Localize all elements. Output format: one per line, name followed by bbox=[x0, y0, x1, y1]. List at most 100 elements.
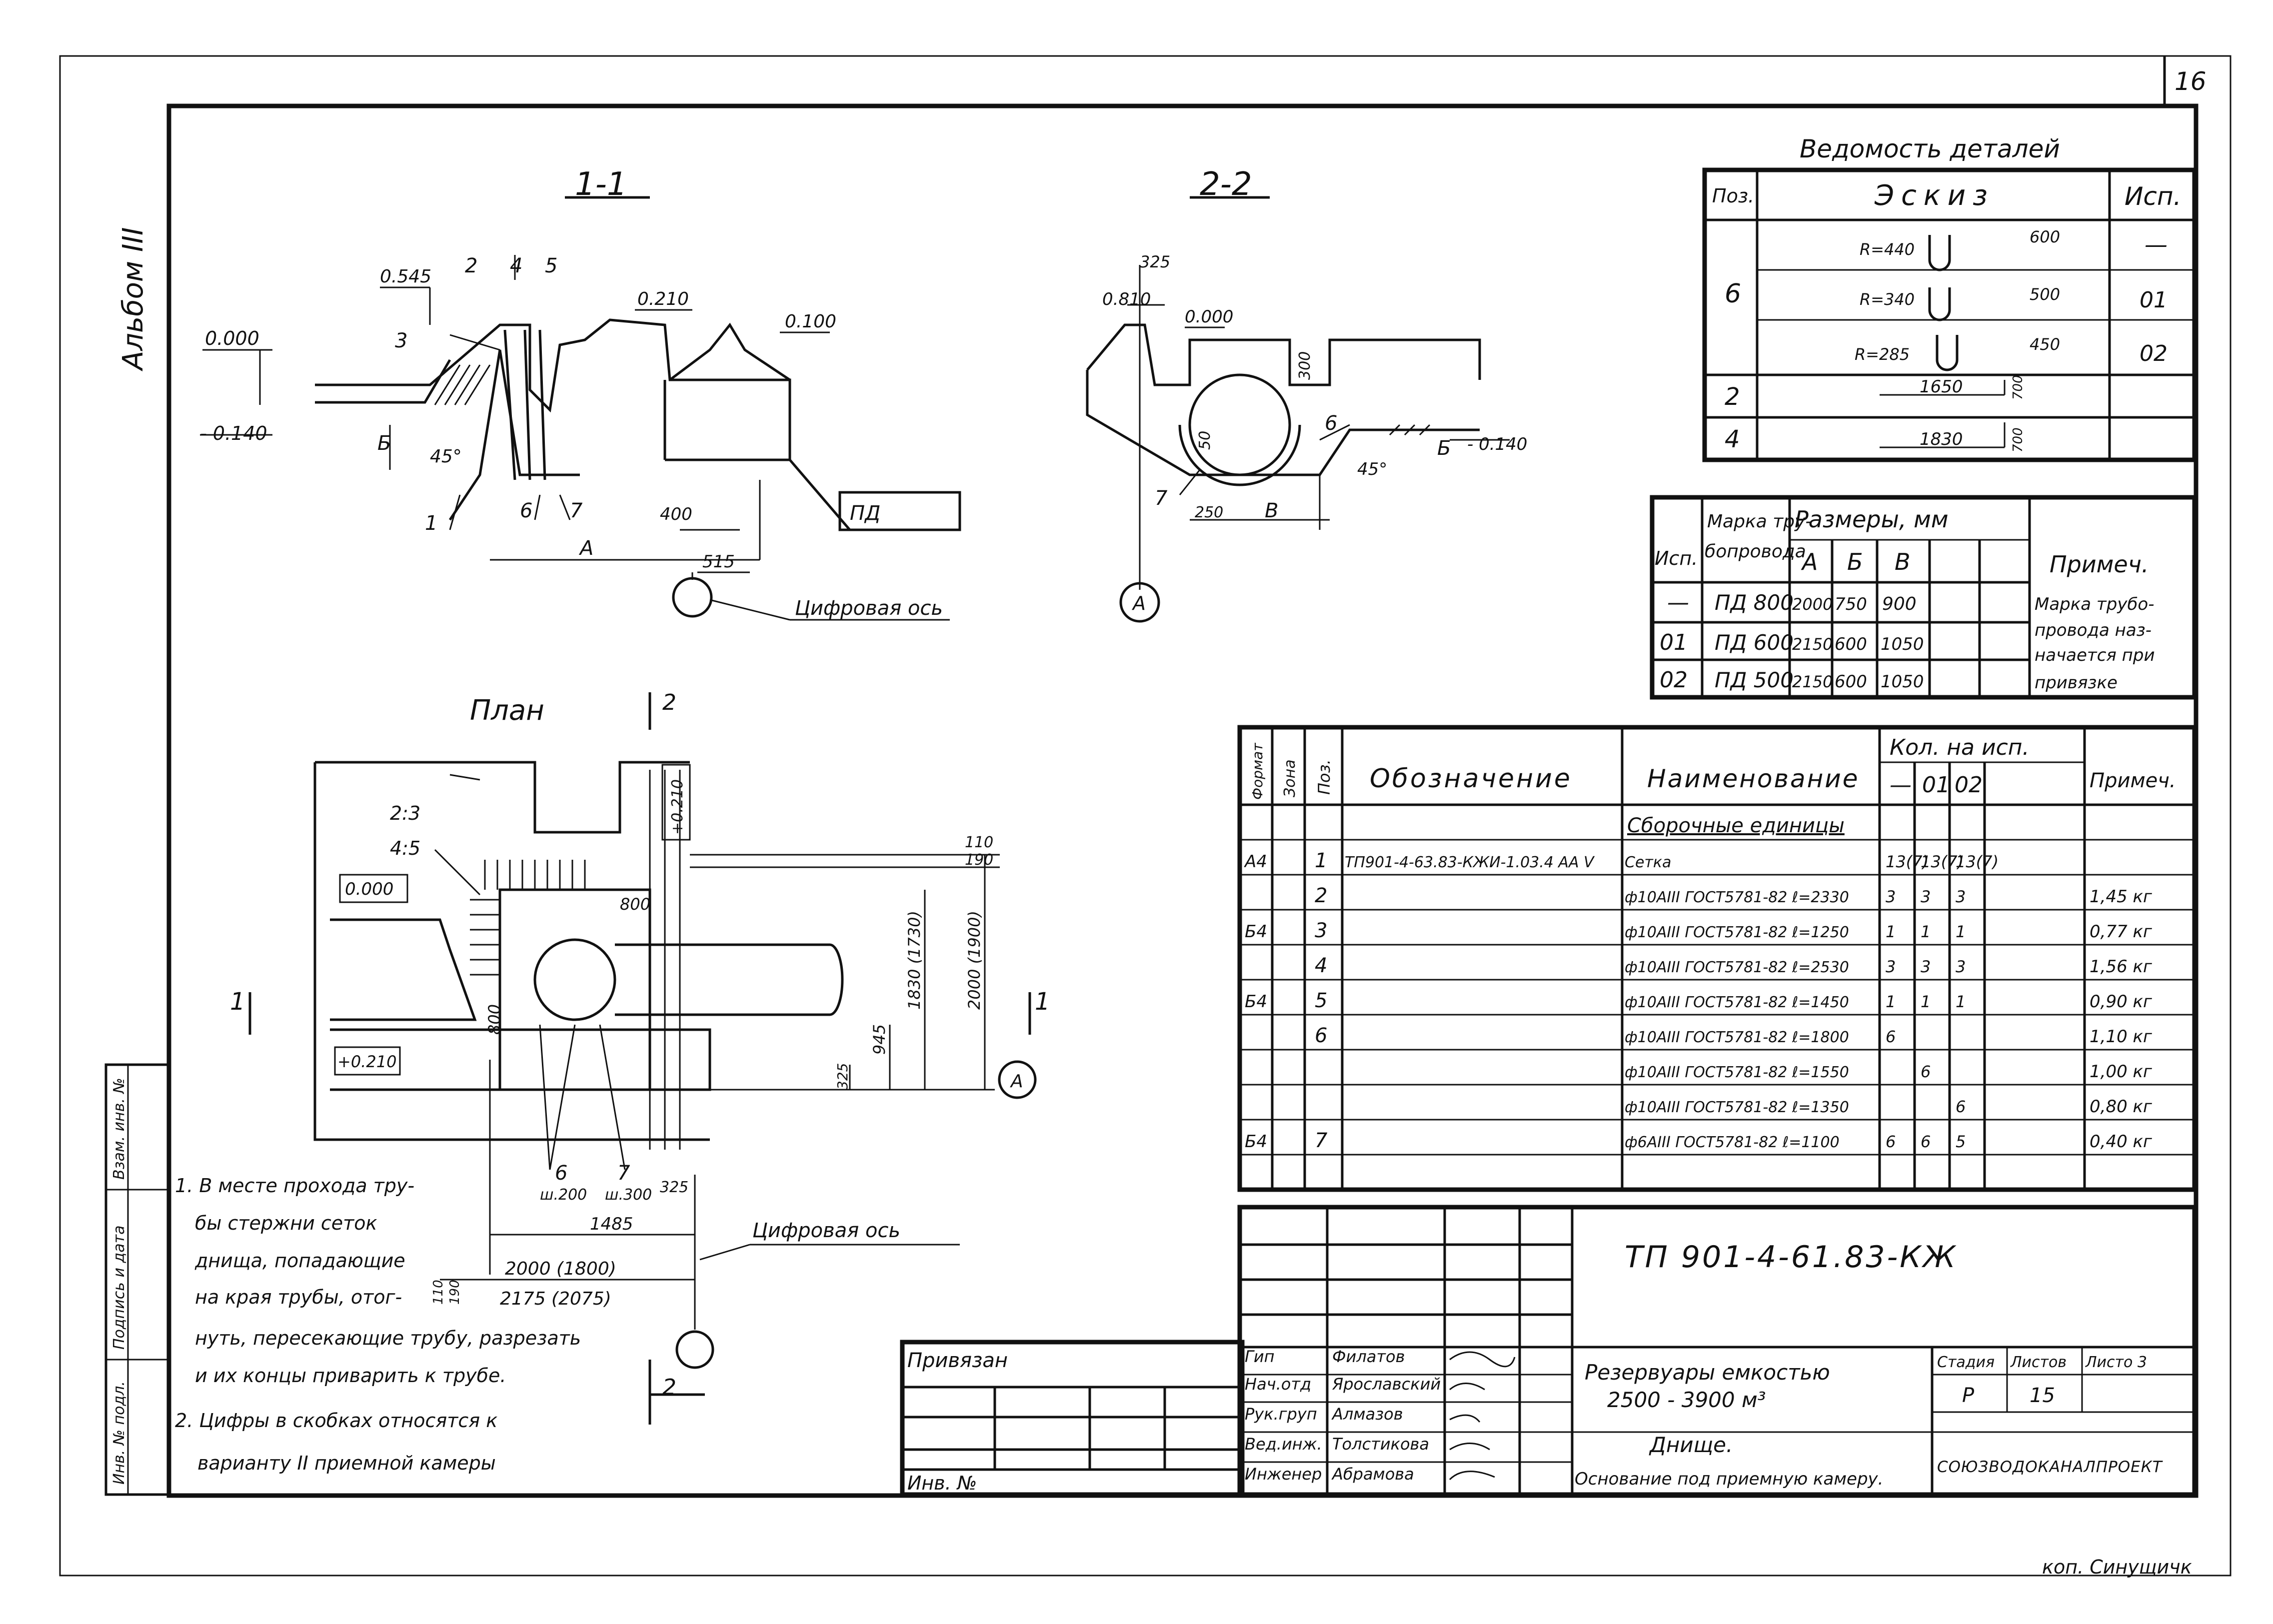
note-1-line-4: на края трубы, отог- bbox=[195, 1286, 402, 1308]
tb-h-stage: Стадия bbox=[1937, 1354, 1995, 1371]
tb-role-4: Инженер bbox=[1245, 1465, 1322, 1484]
details-r0-dim: 600 bbox=[2030, 227, 2060, 246]
plan-d945: 945 bbox=[870, 1024, 889, 1055]
spec-row-0-q0: 13(7) bbox=[1886, 852, 1929, 871]
plan-d800b: 800 bbox=[485, 1004, 504, 1035]
spec-row-0-des: ТП901-4-63.83-КЖИ-1.03.4 АА V bbox=[1345, 854, 1595, 871]
spec-row-6-q1: 6 bbox=[1921, 1062, 1931, 1081]
details-r0-sketch: R=440 bbox=[1860, 240, 1915, 259]
sizes-r2-mark: ПД 500 bbox=[1715, 668, 1794, 692]
tb-name-3: Толстикова bbox=[1332, 1435, 1429, 1454]
s22-pos6: 6 bbox=[1325, 412, 1337, 435]
sizes-note-1: Марка трубо- bbox=[2035, 594, 2154, 614]
spec-row-1-note: 1,45 кг bbox=[2090, 887, 2153, 907]
tb-stage: Р bbox=[1962, 1384, 1975, 1407]
spec-row-3-name: ф10АIII ГОСТ5781-82 ℓ=2530 bbox=[1625, 959, 1849, 976]
sizes-r1-v: 1050 bbox=[1881, 634, 1924, 654]
plan-d2000: 2000 (1800) bbox=[505, 1259, 616, 1279]
sizes-note-2: провода наз- bbox=[2035, 620, 2152, 640]
sizes-h-a: А bbox=[1801, 548, 1818, 575]
details-r4-dim: 700 bbox=[2011, 427, 2026, 452]
plan-title: План bbox=[470, 694, 544, 727]
tb-role-3: Вед.инж. bbox=[1245, 1435, 1322, 1454]
spec-row-4-note: 0,90 кг bbox=[2090, 992, 2153, 1012]
mark-pos1: 1 bbox=[425, 512, 437, 535]
spec-row-8-note: 0,40 кг bbox=[2090, 1132, 2153, 1152]
mark-pos7: 7 bbox=[570, 499, 583, 522]
details-h-pos: Поз. bbox=[1712, 185, 1754, 207]
tb-sheet-1: Днище. bbox=[1649, 1433, 1733, 1457]
mark-0210: 0.210 bbox=[637, 289, 689, 309]
plan-p7: 7 bbox=[617, 1162, 630, 1185]
s22-m0000: 0.000 bbox=[1185, 307, 1233, 327]
spec-row-2-q0: 1 bbox=[1886, 922, 1896, 941]
spec-h-qty: Кол. на исп. bbox=[1890, 735, 2030, 760]
sizes-r1-a: 2150 bbox=[1792, 635, 1833, 654]
note-2-line-2: варианту II приемной камеры bbox=[197, 1452, 496, 1474]
sizes-note-3: начается при bbox=[2035, 645, 2155, 665]
spec-h-q2: 02 bbox=[1955, 772, 1983, 798]
note-2-line-1: 2. Цифры в скобках относятся к bbox=[175, 1410, 497, 1432]
plan-axis-label: Цифровая ось bbox=[752, 1219, 900, 1242]
details-r2-isp: 02 bbox=[2140, 341, 2168, 366]
details-r1-isp: 01 bbox=[2140, 287, 2168, 313]
sizes-note-4: привязке bbox=[2035, 673, 2118, 693]
spec-h-format: Формат bbox=[1249, 743, 1266, 800]
spec-row-5-q0: 6 bbox=[1886, 1027, 1896, 1046]
spec-row-8-q0: 6 bbox=[1886, 1132, 1896, 1151]
section-1-1: 1-1 bbox=[200, 166, 961, 621]
tb-h-sheet: Листо 3 bbox=[2085, 1354, 2147, 1371]
details-r3-sketch: 1650 bbox=[1920, 377, 1963, 397]
plan-m0210-left: +0.210 bbox=[337, 1052, 396, 1071]
tb-object-1: Резервуары емкостью bbox=[1585, 1360, 1830, 1385]
side-stamp-vzam: Взам. инв. № bbox=[110, 1078, 128, 1180]
tb-inv: Инв. № bbox=[907, 1472, 977, 1494]
plan-w6: ш.200 bbox=[540, 1186, 587, 1204]
plan-l45: 4:5 bbox=[390, 837, 420, 859]
mark-pos3: 3 bbox=[395, 329, 407, 352]
note-1-line-3: днища, попадающие bbox=[194, 1250, 405, 1272]
note-1-line-6: и их концы приварить к трубе. bbox=[195, 1365, 506, 1387]
spec-row-8-q1: 6 bbox=[1921, 1132, 1931, 1151]
spec-row-4-q1: 1 bbox=[1921, 992, 1931, 1011]
plan-d325a: 325 bbox=[834, 1063, 851, 1090]
spec-row-0-fmt: А4 bbox=[1244, 852, 1267, 872]
sizes-h-b: Б bbox=[1847, 548, 1863, 575]
plan-d1485: 1485 bbox=[590, 1214, 633, 1234]
spec-row-2-name: ф10АIII ГОСТ5781-82 ℓ=1250 bbox=[1625, 924, 1849, 941]
tb-name-1: Ярославский bbox=[1332, 1375, 1441, 1394]
spec-row-1-q0: 3 bbox=[1886, 887, 1896, 906]
mark-0545: 0.545 bbox=[380, 266, 431, 287]
details-r0-isp: — bbox=[2145, 231, 2168, 258]
spec-row-7-name: ф10АIII ГОСТ5781-82 ℓ=1350 bbox=[1625, 1099, 1849, 1116]
sizes-r0-a: 2000 bbox=[1792, 595, 1833, 614]
s22-axis: А bbox=[1131, 592, 1146, 614]
mark-d515: 515 bbox=[702, 552, 735, 572]
spec-row-1-pos: 2 bbox=[1315, 884, 1327, 907]
spec-row-0-q2: 13(7) bbox=[1956, 852, 1999, 871]
spec-row-1-name: ф10АIII ГОСТ5781-82 ℓ=2330 bbox=[1625, 889, 1849, 906]
spec-row-0-pos: 1 bbox=[1315, 849, 1327, 872]
spec-row-6-name: ф10АIII ГОСТ5781-82 ℓ=1550 bbox=[1625, 1064, 1849, 1081]
mark-pos5: 5 bbox=[545, 254, 557, 277]
sizes-h-mark-1: Марка тру- bbox=[1707, 511, 1812, 532]
spec-row-4-q2: 1 bbox=[1956, 992, 1966, 1011]
spec-h-name: Наименование bbox=[1647, 764, 1860, 793]
tb-role-0: Гип bbox=[1245, 1347, 1275, 1366]
sizes-h-v: В bbox=[1895, 548, 1911, 575]
spec-row-6-note: 1,00 кг bbox=[2090, 1062, 2153, 1082]
spec-row-5-note: 1,10 кг bbox=[2090, 1027, 2153, 1047]
section-1-1-axis-label: Цифровая ось bbox=[795, 597, 943, 620]
spec-row-2-q1: 1 bbox=[1921, 922, 1931, 941]
plan-p6: 6 bbox=[555, 1162, 567, 1185]
spec-row-3-q0: 3 bbox=[1886, 957, 1896, 976]
spec-row-8-q2: 5 bbox=[1956, 1132, 1966, 1151]
sizes-h-isp: Исп. bbox=[1655, 547, 1698, 569]
spec-row-5-name: ф10АIII ГОСТ5781-82 ℓ=1800 bbox=[1625, 1029, 1849, 1046]
tb-name-4: Абрамова bbox=[1331, 1465, 1414, 1484]
tb-sheet-2: Основание под приемную камеру. bbox=[1575, 1469, 1883, 1489]
plan-d2175: 2175 (2075) bbox=[500, 1289, 611, 1309]
note-1-line-2: бы стержни сеток bbox=[195, 1212, 377, 1234]
